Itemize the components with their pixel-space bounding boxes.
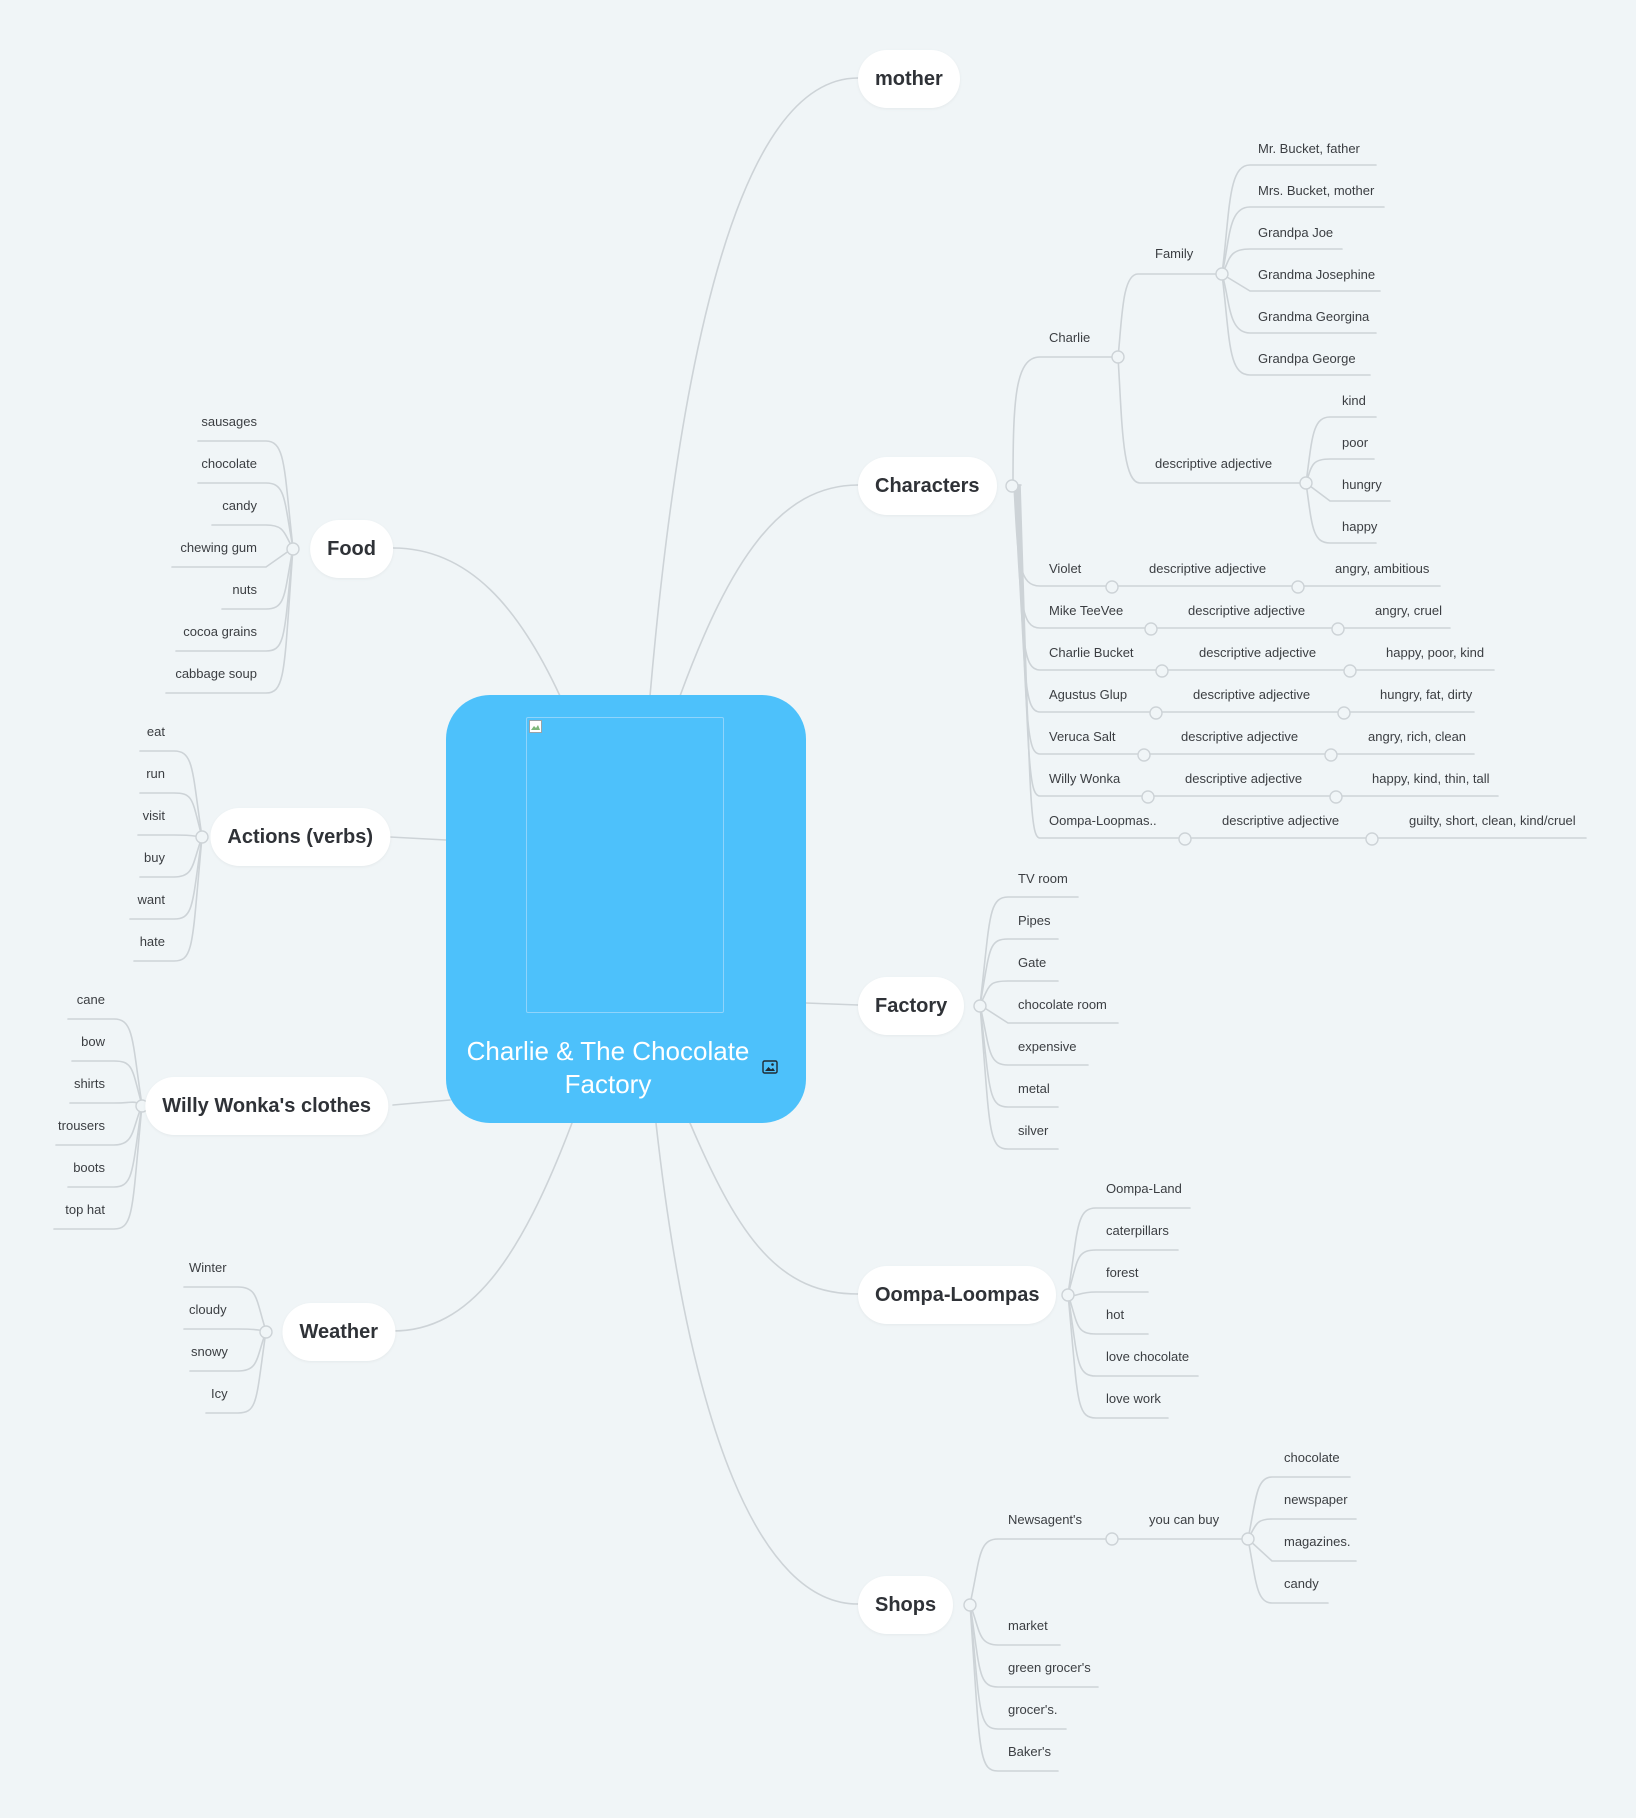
node-family-member[interactable]: Grandpa Joe — [1258, 225, 1334, 240]
node-shop[interactable]: grocer's. — [1008, 1702, 1058, 1717]
node-buy-item[interactable]: newspaper — [1284, 1492, 1348, 1507]
node-family-member[interactable]: Grandma Josephine — [1258, 267, 1376, 282]
node-oompa-item[interactable]: hot — [1106, 1307, 1125, 1322]
node-factory-item[interactable]: silver — [1018, 1123, 1049, 1138]
node-oompa-item[interactable]: Oompa-Land — [1106, 1181, 1182, 1196]
central-topic-title: Charlie & The Chocolate Factory — [446, 1035, 770, 1101]
node-character-name[interactable]: Violet — [1049, 561, 1082, 576]
node-adjective[interactable]: kind — [1342, 393, 1366, 408]
node-adjective-values[interactable]: angry, rich, clean — [1368, 729, 1467, 744]
node-character-name[interactable]: Agustus Glup — [1049, 687, 1128, 702]
node-action-item[interactable]: hate — [139, 934, 165, 949]
node-clothes-item[interactable]: cane — [76, 992, 105, 1007]
central-topic-image — [526, 717, 724, 1013]
node-shop[interactable]: Baker's — [1008, 1744, 1051, 1759]
topic-actions[interactable]: Actions (verbs) — [210, 808, 390, 866]
node-adjective[interactable]: poor — [1342, 435, 1369, 450]
node-buy-item[interactable]: chocolate — [1284, 1450, 1340, 1465]
topic-mother[interactable]: mother — [858, 50, 960, 108]
topic-shops[interactable]: Shops — [858, 1576, 954, 1634]
node-action-item[interactable]: visit — [142, 808, 165, 823]
node-food-item[interactable]: chocolate — [201, 456, 257, 471]
node-factory-item[interactable]: metal — [1018, 1081, 1050, 1096]
node-action-item[interactable]: run — [146, 766, 165, 781]
node-weather-item[interactable]: Icy — [211, 1386, 228, 1401]
node-family-member[interactable]: Mrs. Bucket, mother — [1258, 183, 1375, 198]
node-family-member[interactable]: Grandma Georgina — [1258, 309, 1370, 324]
image-icon[interactable] — [762, 1060, 778, 1074]
node-clothes-item[interactable]: shirts — [73, 1076, 105, 1091]
node-adjective-values[interactable]: angry, cruel — [1375, 603, 1442, 618]
topic-factory[interactable]: Factory — [858, 977, 965, 1035]
node-descriptive-adjective[interactable]: descriptive adjective — [1199, 645, 1317, 660]
node-food-item[interactable]: chewing gum — [180, 540, 257, 555]
broken-image-icon — [529, 720, 542, 733]
node-oompa-item[interactable]: love work — [1106, 1391, 1161, 1406]
node-weather-item[interactable]: Winter — [189, 1260, 227, 1275]
node-adjective-values[interactable]: angry, ambitious — [1335, 561, 1430, 576]
topic-weather[interactable]: Weather — [282, 1303, 395, 1361]
node-clothes-item[interactable]: boots — [73, 1160, 105, 1175]
node-factory-item[interactable]: expensive — [1018, 1039, 1077, 1054]
node-character-name[interactable]: Veruca Salt — [1049, 729, 1116, 744]
node-descriptive-adjective[interactable]: descriptive adjective — [1149, 561, 1267, 576]
node-charlie[interactable]: Charlie — [1049, 330, 1091, 345]
node-adjective[interactable]: hungry — [1342, 477, 1382, 492]
node-clothes-item[interactable]: trousers — [58, 1118, 105, 1133]
node-character-name[interactable]: Charlie Bucket — [1049, 645, 1134, 660]
node-adjective[interactable]: happy — [1342, 519, 1378, 534]
node-character-name[interactable]: Oompa-Loopmas.. — [1049, 813, 1157, 828]
topic-oompa-loompas[interactable]: Oompa-Loompas — [858, 1266, 1057, 1324]
node-buy-item[interactable]: magazines. — [1284, 1534, 1351, 1549]
node-action-item[interactable]: want — [137, 892, 165, 907]
node-food-item[interactable]: candy — [222, 498, 257, 513]
node-newsagents[interactable]: Newsagent's — [1008, 1512, 1083, 1527]
node-descriptive-adjective[interactable]: descriptive adjective — [1185, 771, 1303, 786]
node-clothes-item[interactable]: bow — [81, 1034, 105, 1049]
node-factory-item[interactable]: Pipes — [1018, 913, 1051, 928]
node-descriptive-adjective[interactable]: descriptive adjective — [1181, 729, 1299, 744]
central-topic[interactable]: Charlie & The Chocolate Factory — [446, 695, 806, 1123]
node-character-name[interactable]: Willy Wonka — [1049, 771, 1121, 786]
node-oompa-item[interactable]: caterpillars — [1106, 1223, 1169, 1238]
node-factory-item[interactable]: chocolate room — [1018, 997, 1107, 1012]
node-clothes-item[interactable]: top hat — [65, 1202, 105, 1217]
node-weather-item[interactable]: cloudy — [189, 1302, 227, 1317]
topic-food[interactable]: Food — [310, 520, 393, 578]
node-factory-item[interactable]: TV room — [1018, 871, 1068, 886]
node-oompa-item[interactable]: love chocolate — [1106, 1349, 1190, 1364]
node-weather-item[interactable]: snowy — [191, 1344, 228, 1359]
node-character-name[interactable]: Mike TeeVee — [1049, 603, 1124, 618]
node-descriptive-adjective[interactable]: descriptive adjective — [1222, 813, 1340, 828]
node-food-item[interactable]: sausages — [201, 414, 257, 429]
node-shop[interactable]: green grocer's — [1008, 1660, 1091, 1675]
node-factory-item[interactable]: Gate — [1018, 955, 1047, 970]
node-buy-item[interactable]: candy — [1284, 1576, 1319, 1591]
node-action-item[interactable]: buy — [144, 850, 165, 865]
node-charlie-descriptive-adjective[interactable]: descriptive adjective — [1155, 456, 1273, 471]
node-adjective-values[interactable]: happy, kind, thin, tall — [1372, 771, 1490, 786]
node-descriptive-adjective[interactable]: descriptive adjective — [1193, 687, 1311, 702]
node-family[interactable]: Family — [1155, 246, 1194, 261]
central-title-line-2: Factory — [564, 1069, 652, 1099]
node-adjective-values[interactable]: hungry, fat, dirty — [1380, 687, 1473, 702]
node-shop[interactable]: market — [1008, 1618, 1048, 1633]
node-descriptive-adjective[interactable]: descriptive adjective — [1188, 603, 1306, 618]
node-adjective-values[interactable]: happy, poor, kind — [1386, 645, 1485, 660]
node-food-item[interactable]: cocoa grains — [183, 624, 257, 639]
node-family-member[interactable]: Grandpa George — [1258, 351, 1356, 366]
node-food-item[interactable]: nuts — [232, 582, 257, 597]
node-action-item[interactable]: eat — [146, 724, 165, 739]
topic-characters[interactable]: Characters — [858, 457, 997, 515]
topic-willy-wonka-clothes[interactable]: Willy Wonka's clothes — [145, 1077, 388, 1135]
node-oompa-item[interactable]: forest — [1106, 1265, 1139, 1280]
node-family-member[interactable]: Mr. Bucket, father — [1258, 141, 1360, 156]
node-adjective-values[interactable]: guilty, short, clean, kind/cruel — [1409, 813, 1576, 828]
central-title-line-1: Charlie & The Chocolate — [466, 1036, 750, 1066]
node-you-can-buy[interactable]: you can buy — [1149, 1512, 1220, 1527]
node-food-item[interactable]: cabbage soup — [175, 666, 257, 681]
